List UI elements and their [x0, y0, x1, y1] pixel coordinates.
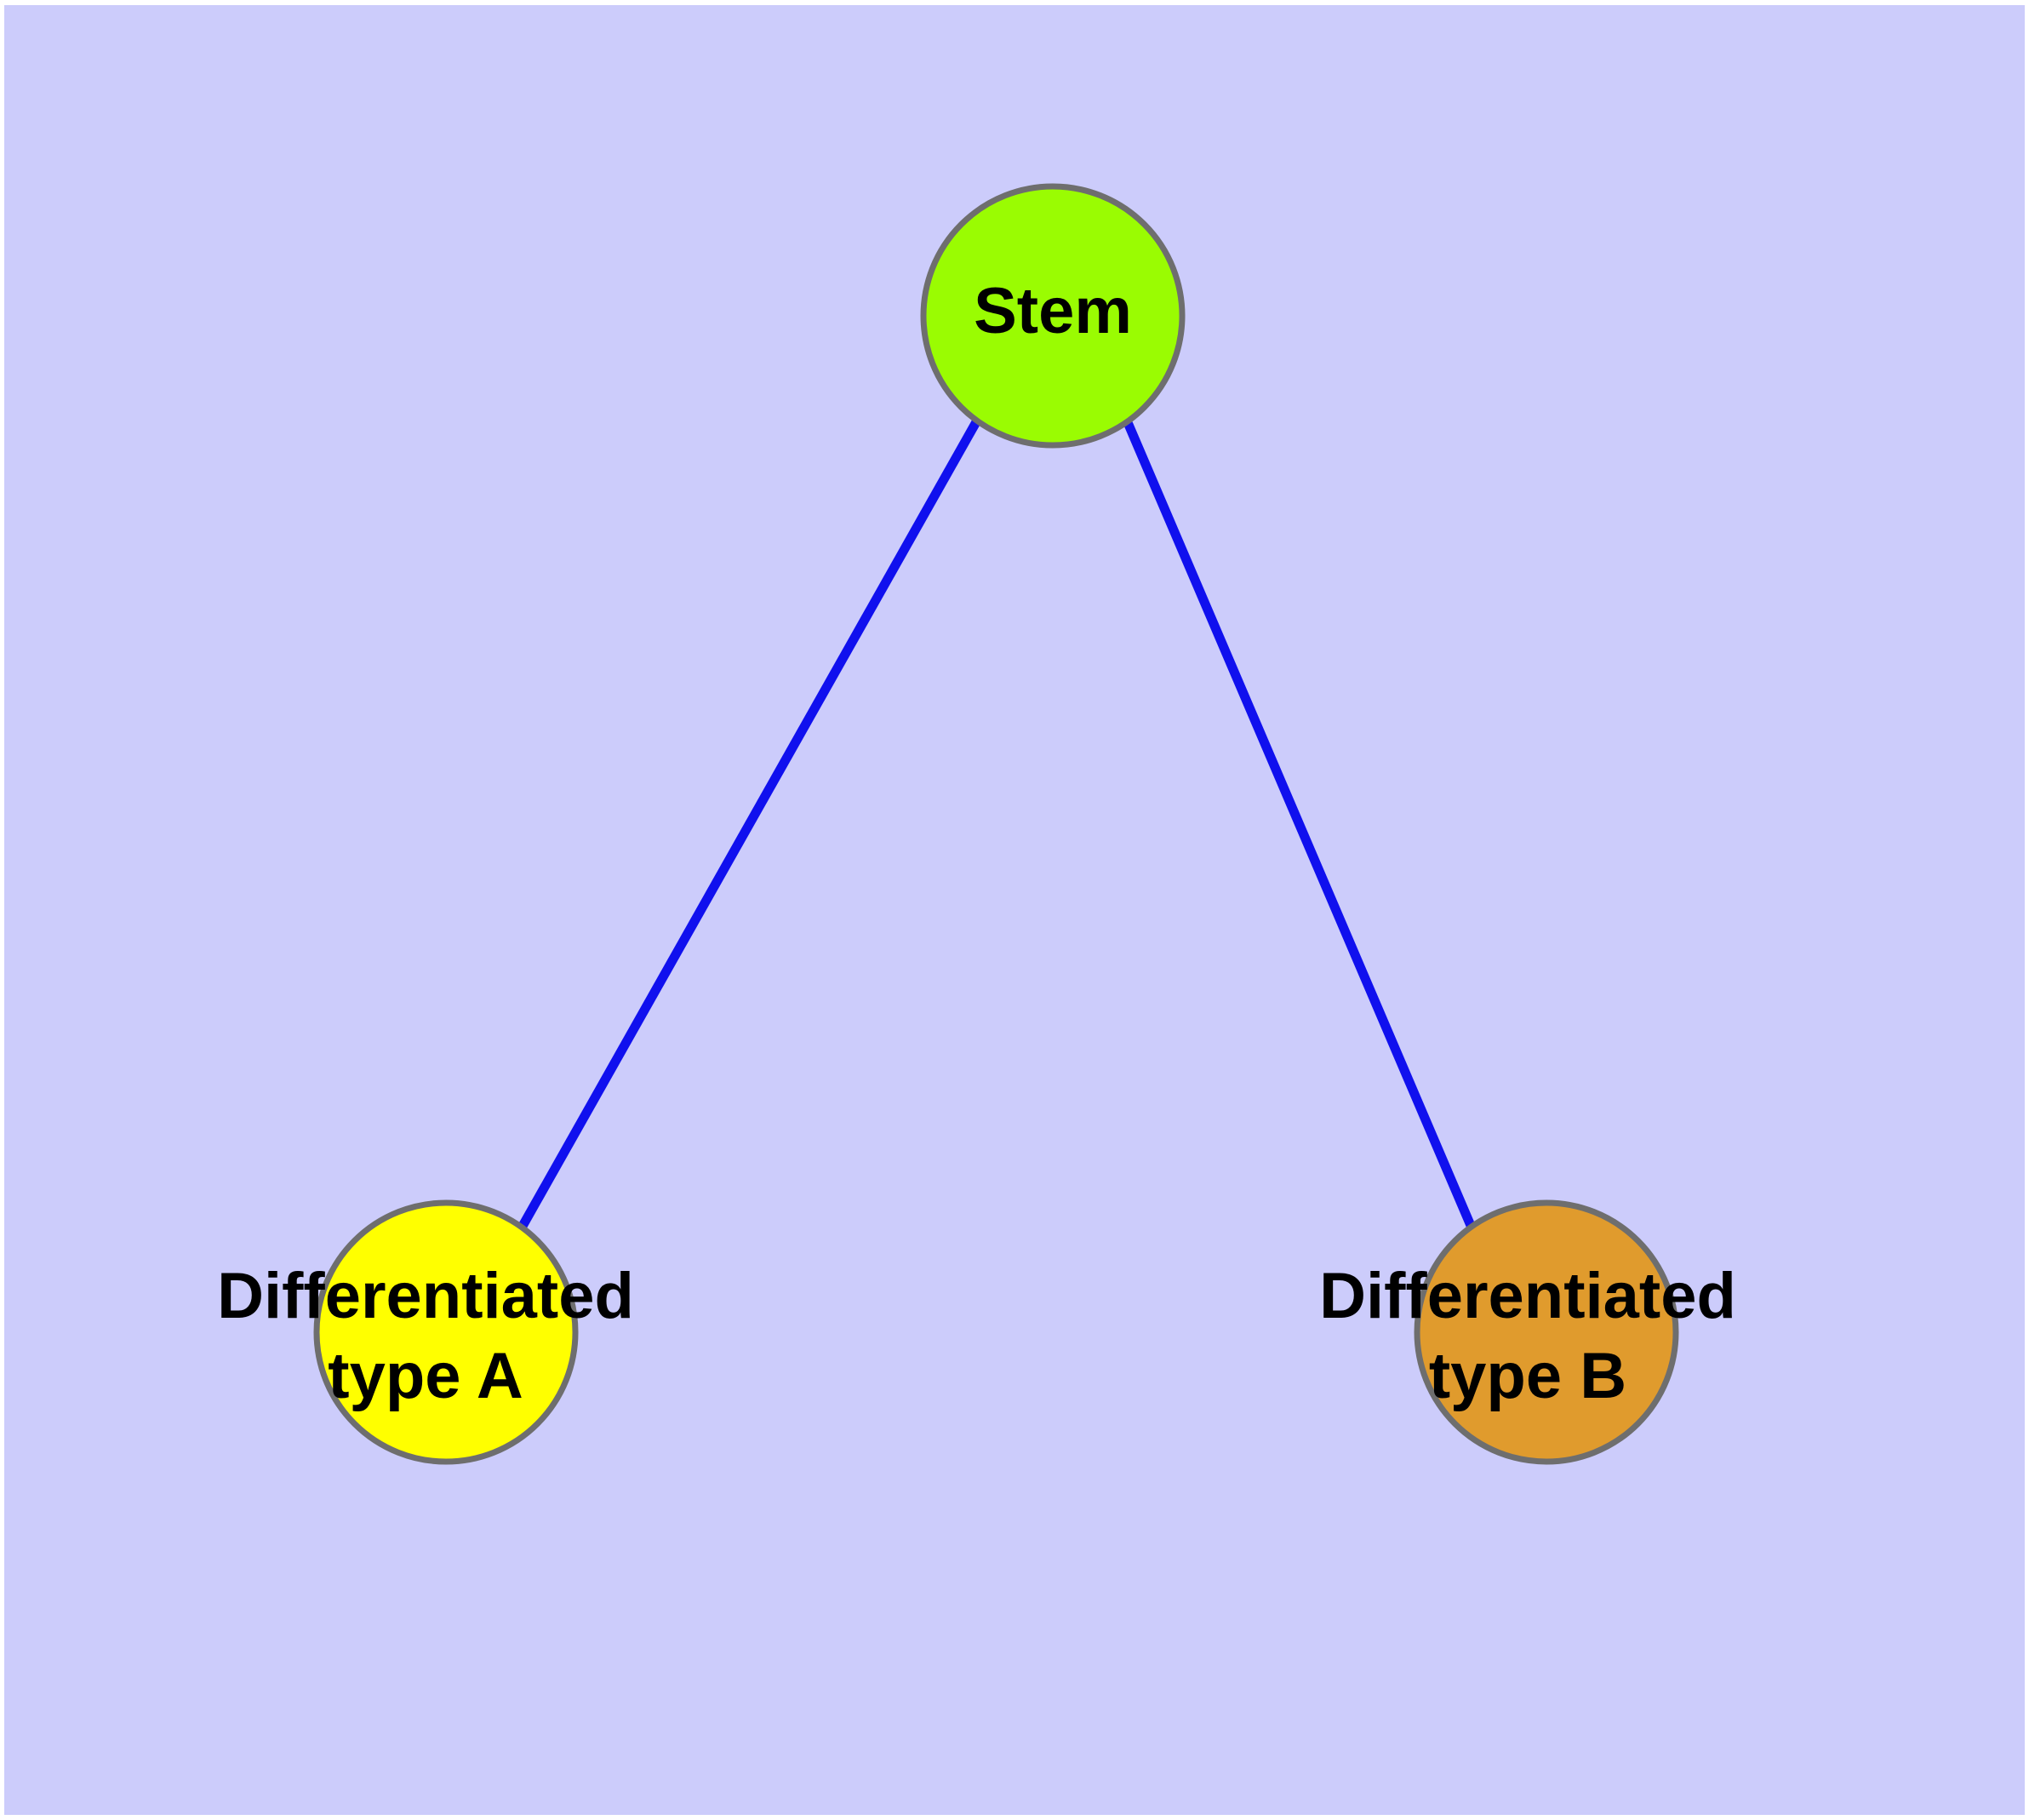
node-label-stem: Stem [974, 275, 1132, 347]
node-label-differentiated-type-a-line1: Differentiated [217, 1260, 634, 1332]
node-label-differentiated-type-a-line2: type A [328, 1340, 523, 1412]
node-label-differentiated-type-b-line2: type B [1429, 1340, 1626, 1412]
edge-stem-to-differentiated-type-a[interactable] [517, 418, 981, 1230]
node-label-differentiated-type-b-line1: Differentiated [1319, 1260, 1736, 1332]
edge-layer [517, 418, 1477, 1230]
node-stem[interactable] [920, 183, 1186, 449]
node-differentiated-type-a[interactable] [313, 1199, 579, 1465]
node-differentiated-type-b[interactable] [1414, 1199, 1679, 1465]
edge-stem-to-differentiated-type-b[interactable] [1122, 418, 1477, 1230]
node-layer [313, 183, 1679, 1465]
label-layer: Stem Differentiated type A Differentiate… [217, 275, 1736, 1412]
